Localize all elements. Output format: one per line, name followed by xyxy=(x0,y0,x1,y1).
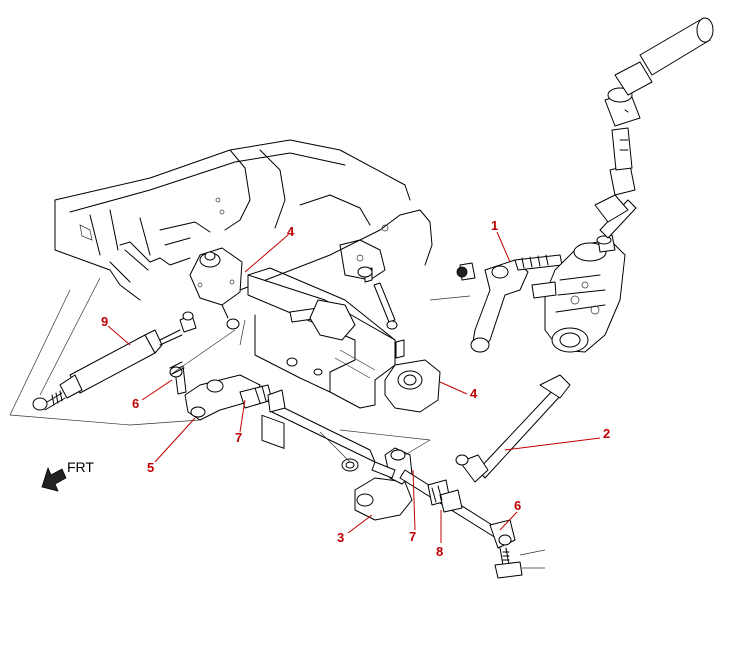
drag-link xyxy=(455,374,571,483)
tie-rod-assembly xyxy=(399,469,546,579)
callout-7-left: 7 xyxy=(235,430,242,445)
callout-4-lower: 4 xyxy=(470,386,478,401)
callout-1: 1 xyxy=(491,218,498,233)
callout-5: 5 xyxy=(147,460,154,475)
callout-2: 2 xyxy=(603,426,610,441)
assembly-lines xyxy=(9,277,471,463)
callout-7-right: 7 xyxy=(409,529,416,544)
front-label: FRT xyxy=(67,459,94,475)
lower-arm-assembly xyxy=(341,447,413,521)
arrow-left-down-icon xyxy=(41,466,67,492)
mount-bracket-upper xyxy=(189,247,243,330)
callout-3: 3 xyxy=(337,530,344,545)
callout-6-right: 6 xyxy=(514,498,521,513)
callout-9: 9 xyxy=(101,314,108,329)
mount-bracket-lower xyxy=(289,266,441,413)
center-link xyxy=(267,389,376,463)
callout-8: 8 xyxy=(436,544,443,559)
callout-6-left: 6 xyxy=(132,396,139,411)
leader-lines xyxy=(107,231,601,543)
steering-gear xyxy=(531,234,626,353)
crossmember xyxy=(239,194,433,449)
idler-arm-assembly xyxy=(169,361,273,421)
pitman-arm xyxy=(456,254,563,353)
callout-labels: 1 2 3 4 4 5 6 6 7 7 8 9 xyxy=(101,218,610,559)
steering-damper xyxy=(32,311,197,411)
steering-shaft xyxy=(594,17,714,239)
callout-4-upper: 4 xyxy=(287,224,295,239)
frame-rail xyxy=(54,139,411,301)
front-direction-indicator: FRT xyxy=(41,459,94,492)
